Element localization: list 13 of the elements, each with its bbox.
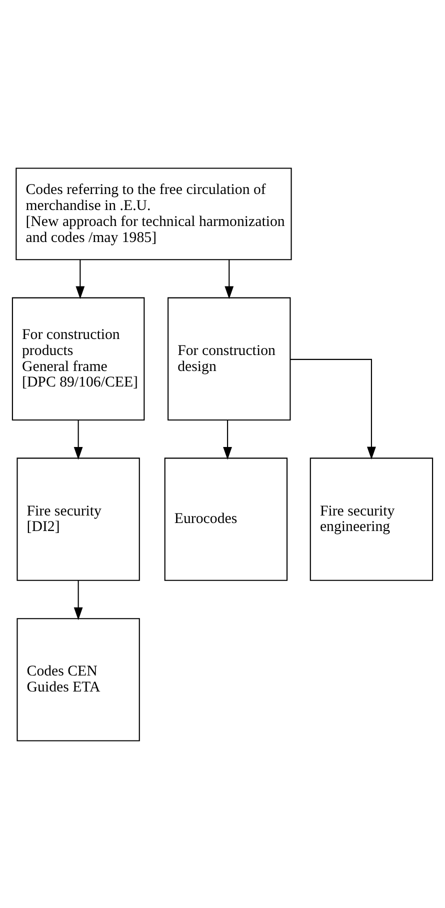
node-box: For construction products General frame [DPC 89/106/CEE] (12, 296, 145, 420)
arrow (224, 259, 234, 299)
node-box: Fire security engineering (310, 457, 434, 580)
arrow (76, 259, 85, 299)
node-box: Codes referring to the free circulation of merchandise in .E.U. [New approach for technical harmonization and codes /may 1985] (16, 167, 292, 260)
arrow (290, 358, 376, 460)
node-box: For construction design (168, 296, 291, 420)
node-box: Eurocodes (164, 457, 288, 580)
arrow (74, 580, 83, 620)
node-box: Fire security [DI2] (16, 457, 140, 580)
node-box: Codes CEN Guides ETA (16, 618, 140, 741)
arrow (74, 420, 83, 460)
arrow (223, 420, 232, 460)
